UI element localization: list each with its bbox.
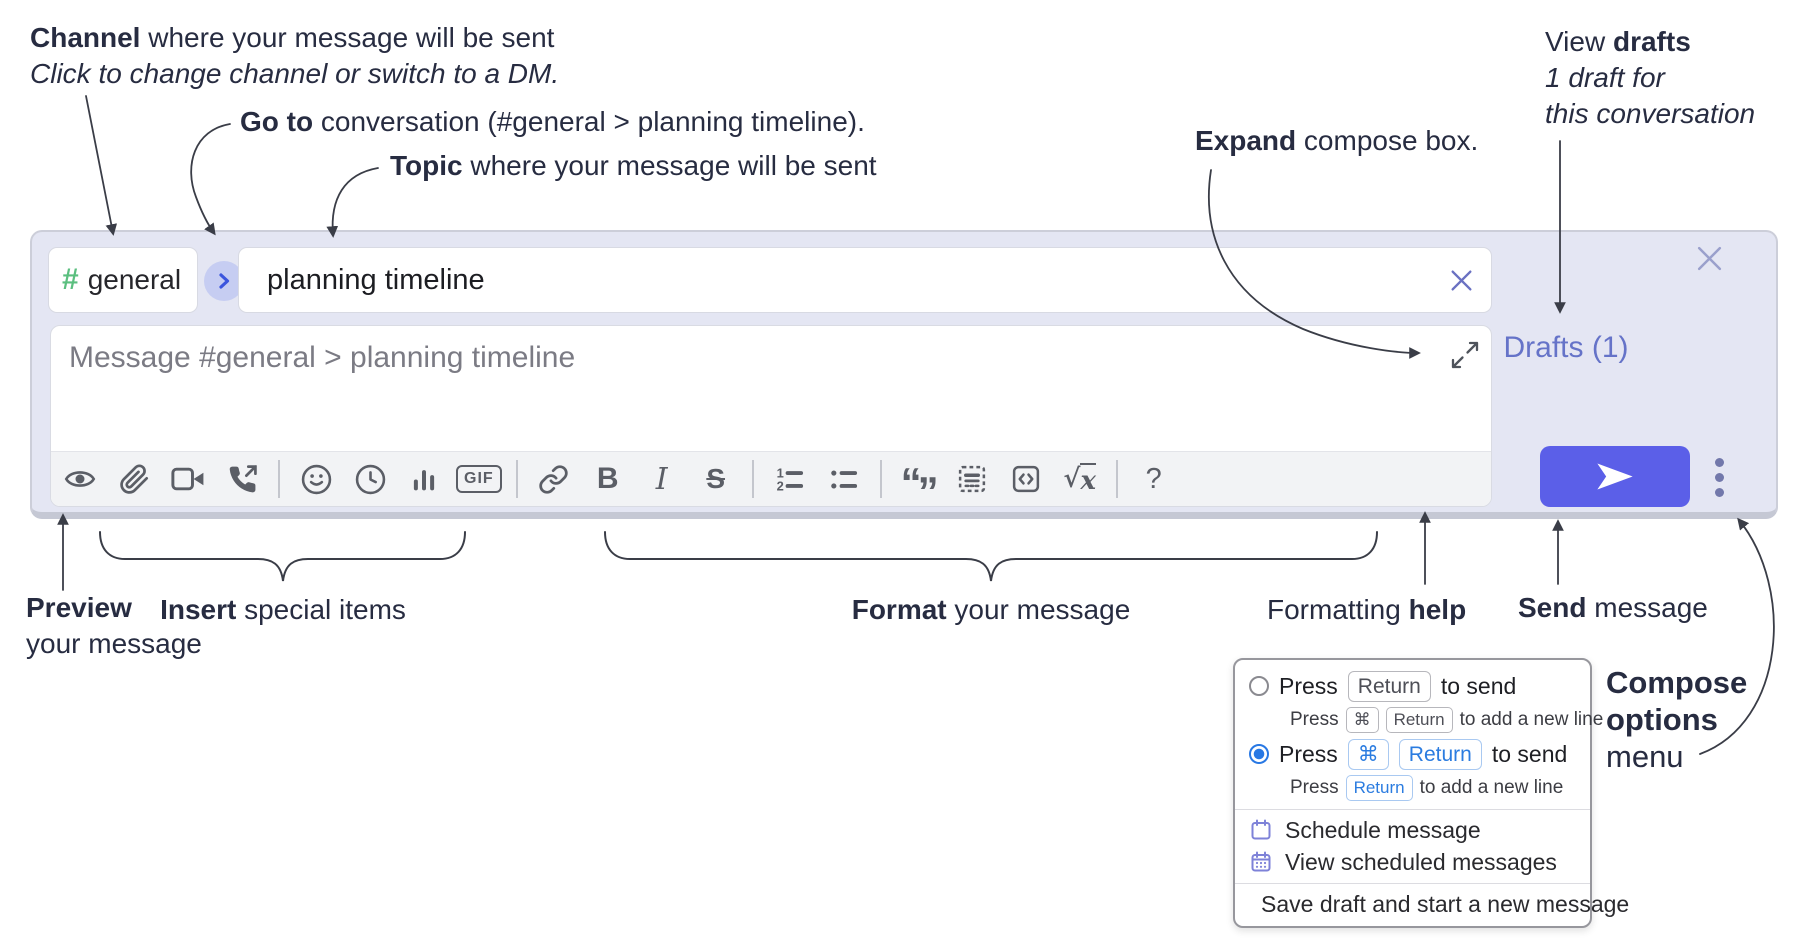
clock-icon	[355, 464, 385, 494]
key-return: Return	[1345, 775, 1413, 801]
svg-text:2: 2	[777, 478, 784, 493]
link-button[interactable]	[527, 456, 581, 502]
drafts-link[interactable]: Drafts (1)	[1503, 331, 1629, 364]
ellipsis-icon	[1715, 458, 1724, 467]
annotation-preview: Preview your message	[26, 592, 202, 659]
italic-button[interactable]: I	[655, 461, 668, 497]
close-icon	[1697, 246, 1722, 271]
numbered-list-icon: 1 2	[777, 465, 804, 493]
formatting-help-button[interactable]: ?	[1145, 462, 1162, 495]
code-button[interactable]	[999, 456, 1053, 502]
radio-selected-icon[interactable]	[1249, 744, 1269, 764]
key-cmd: ⌘	[1347, 738, 1389, 770]
link-icon	[539, 464, 568, 494]
toolbar-divider	[515, 460, 518, 498]
audio-call-button[interactable]	[215, 456, 269, 502]
menu-item-save-draft[interactable]: Save draft and start a new message	[1235, 888, 1629, 920]
poll-button[interactable]	[397, 456, 451, 502]
menu-divider	[1235, 809, 1590, 810]
annotation-channel: Channel where your message will be sent …	[30, 22, 560, 89]
annotation-compose-options: Compose options menu	[1606, 665, 1748, 774]
toolbar-divider	[1115, 460, 1118, 498]
bold-button[interactable]: B	[596, 462, 619, 495]
key-return: Return	[1398, 738, 1482, 770]
message-input[interactable]: Message #general > planning timeline	[51, 326, 1491, 452]
annotation-channel-bold: Channel	[30, 22, 141, 53]
topic-field	[238, 247, 1492, 313]
toolbar-divider	[278, 460, 280, 498]
emoji-button[interactable]	[289, 456, 343, 502]
menu-option-return-subtext: Press ⌘ Return to add a new line	[1235, 704, 1603, 736]
gif-button[interactable]: GIF	[451, 456, 507, 502]
video-call-button[interactable]	[161, 456, 215, 502]
menu-option-return-to-send[interactable]: Press Return to send	[1235, 668, 1590, 704]
annotation-insert: Insert special items	[160, 594, 406, 625]
annotation-format: Format your message	[851, 594, 1131, 625]
compose-options-menu: Press Return to send Press ⌘ Return to a…	[1233, 658, 1629, 928]
spoiler-button[interactable]	[945, 456, 999, 502]
annotation-goto: Go to conversation (#general > planning …	[240, 106, 865, 137]
chevron-right-icon	[219, 273, 230, 289]
compose-box: # general Message #general > planning ti…	[30, 230, 1778, 519]
gif-icon: GIF	[456, 465, 502, 493]
spoiler-icon	[958, 465, 985, 493]
attach-file-button[interactable]	[107, 456, 161, 502]
bulleted-list-button[interactable]	[817, 456, 871, 502]
radio-unselected-icon[interactable]	[1249, 676, 1269, 696]
video-camera-icon	[171, 467, 204, 491]
preview-button[interactable]	[53, 456, 107, 502]
expand-icon	[1451, 341, 1479, 369]
message-card: Message #general > planning timeline	[50, 325, 1492, 515]
close-compose-button[interactable]	[1694, 243, 1725, 274]
channel-hash-icon: #	[62, 263, 79, 296]
annotation-expand: Expand compose box.	[1195, 125, 1479, 156]
calendar-icon	[1251, 819, 1271, 840]
menu-option-cmd-return-subtext: Press Return to add a new line	[1235, 772, 1590, 804]
expand-compose-button[interactable]	[1449, 339, 1481, 371]
key-cmd: ⌘	[1345, 707, 1379, 733]
send-icon	[1597, 463, 1633, 490]
channel-name: general	[87, 264, 182, 295]
math-button[interactable]: √x	[1063, 462, 1096, 496]
calendar-grid-icon	[1251, 851, 1271, 872]
numbered-list-button[interactable]: 1 2	[763, 456, 817, 502]
svg-text:1: 1	[777, 465, 784, 480]
quote-button[interactable]: “”	[900, 459, 939, 515]
phone-outgoing-icon	[229, 464, 257, 492]
bulleted-list-icon	[831, 469, 858, 489]
bar-chart-icon	[413, 470, 435, 491]
menu-item-schedule-message[interactable]: Schedule message	[1235, 814, 1590, 846]
menu-option-cmd-return-to-send[interactable]: Press ⌘ Return to send	[1235, 736, 1590, 772]
message-placeholder: Message #general > planning timeline	[69, 341, 576, 374]
compose-options-button[interactable]	[1710, 453, 1729, 502]
key-return: Return	[1385, 707, 1453, 733]
go-to-conversation-button[interactable]	[204, 261, 244, 301]
annotation-topic: Topic where your message will be sent	[390, 150, 877, 181]
annotation-view-drafts: View drafts 1 draft for this conversatio…	[1545, 26, 1756, 129]
compose-toolbar: GIF B I S	[51, 451, 1491, 515]
strikethrough-button[interactable]: S	[706, 463, 726, 494]
menu-divider	[1235, 883, 1590, 884]
channel-selector[interactable]: # general	[48, 247, 198, 313]
smiley-icon	[301, 464, 331, 494]
code-icon	[1012, 465, 1039, 493]
send-button[interactable]	[1540, 446, 1690, 507]
annotation-send: Send message	[1518, 592, 1708, 623]
toolbar-divider	[879, 460, 882, 498]
topic-input[interactable]	[265, 262, 1448, 298]
key-return: Return	[1347, 670, 1431, 702]
eye-icon	[64, 471, 96, 487]
clear-topic-button[interactable]	[1448, 267, 1475, 294]
paperclip-icon	[119, 463, 148, 494]
sqrt-icon: √	[1063, 464, 1081, 494]
toolbar-divider	[751, 460, 754, 498]
quote-icon: “	[900, 459, 922, 506]
annotation-formatting-help: Formatting help	[1267, 594, 1467, 625]
close-icon	[1451, 269, 1472, 291]
menu-item-view-scheduled-messages[interactable]: View scheduled messages	[1235, 846, 1590, 878]
global-time-button[interactable]	[343, 456, 397, 502]
